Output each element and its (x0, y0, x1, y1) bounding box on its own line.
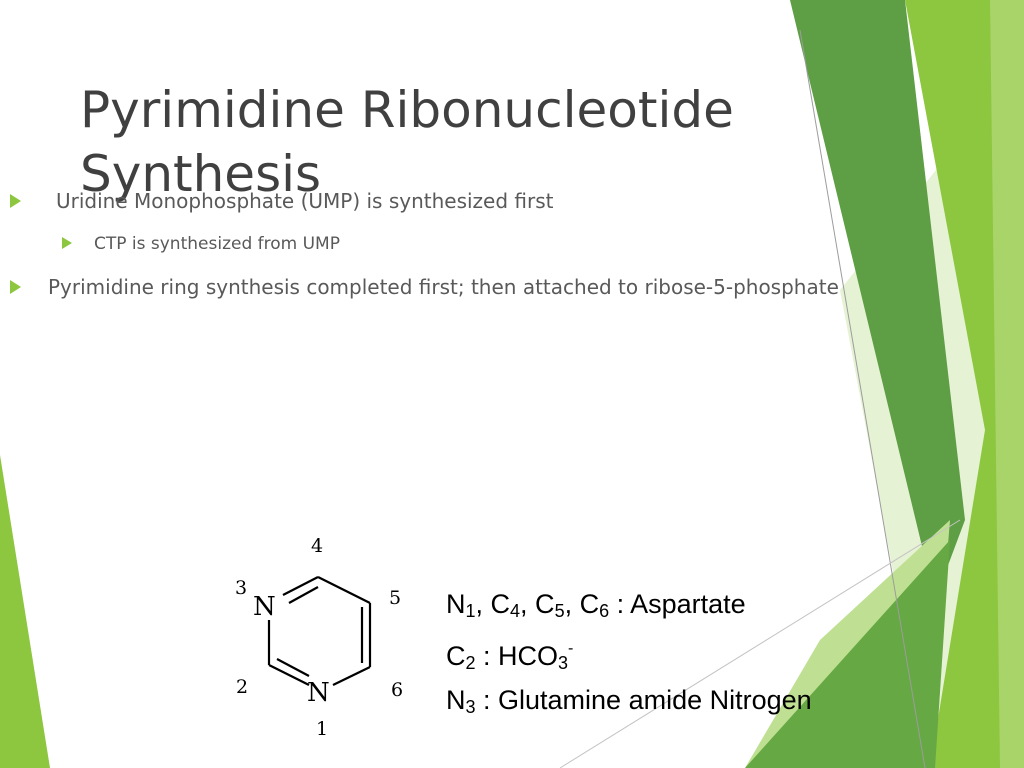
bullet-arrow-icon (62, 237, 72, 249)
position-1: 1 (316, 718, 328, 740)
origin-bicarbonate: C2 : HCO3- (446, 640, 574, 673)
bullet-ump: Uridine Monophosphate (UMP) is synthesiz… (10, 186, 554, 216)
position-6: 6 (391, 679, 403, 701)
thin-diagonal-line (799, 29, 926, 768)
bullet-text: CTP is synthesized from UMP (94, 234, 340, 254)
origin-aspartate: N1, C4, C5, C6 : Aspartate (446, 589, 746, 621)
bullet-ring-synthesis: Pyrimidine ring synthesis completed firs… (10, 272, 850, 303)
bond-n3-c4 (282, 576, 319, 596)
bond-n1-c2-double (276, 658, 310, 677)
pyrimidine-ring-structure: N N 4 3 5 2 6 1 (235, 535, 403, 740)
atom-n3: N (253, 592, 276, 622)
position-2: 2 (236, 676, 248, 698)
left-green-shard (0, 455, 50, 768)
bullet-arrow-icon (10, 194, 21, 208)
bond-c4-c5 (317, 576, 371, 604)
bond-n1-c2 (268, 664, 310, 686)
position-4: 4 (311, 535, 323, 557)
right-pale-green-band (990, 0, 1024, 768)
slide-title: Pyrimidine Ribonucleotide Synthesis (80, 81, 734, 203)
bullet-text: Pyrimidine ring synthesis completed firs… (48, 275, 839, 299)
atom-origins: N1, C4, C5, C6 : Aspartate C2 : HCO3- N3… (446, 586, 812, 726)
origin-glutamine: N3 : Glutamine amide Nitrogen (446, 685, 812, 717)
right-dark-green-band (790, 0, 965, 600)
bond-c6-n1 (332, 666, 371, 686)
bottom-dark-triangle (745, 540, 950, 768)
position-5: 5 (389, 587, 401, 609)
bullet-arrow-icon (10, 280, 21, 294)
thin-bottom-line (559, 519, 961, 768)
sub-bullet-ctp: CTP is synthesized from UMP (62, 231, 340, 257)
bond-n3-c4-double (288, 586, 319, 604)
atom-n1: N (307, 678, 330, 708)
bullet-text: Uridine Monophosphate (UMP) is synthesiz… (56, 189, 554, 213)
position-3: 3 (235, 577, 247, 599)
